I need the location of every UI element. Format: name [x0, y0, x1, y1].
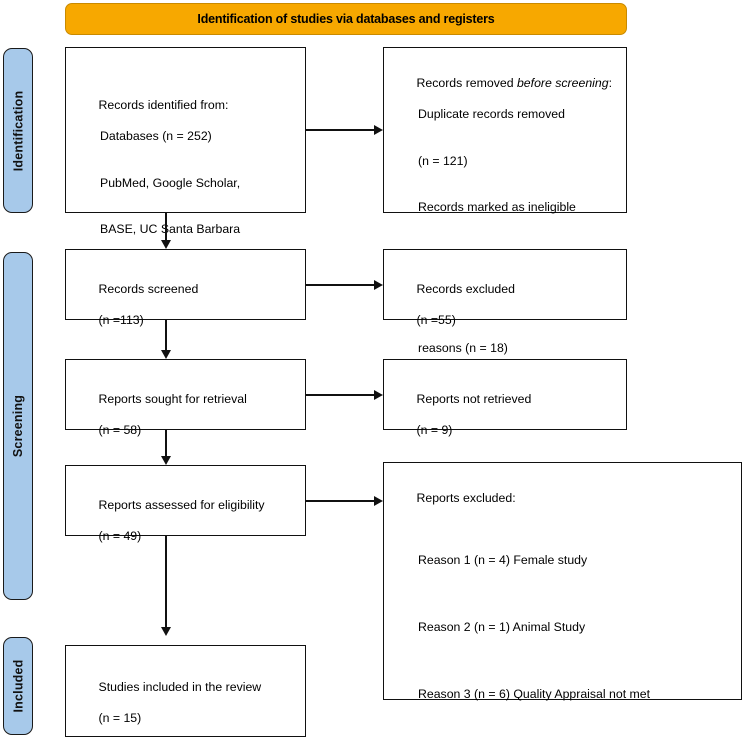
- stage-label-included: Included: [11, 659, 25, 713]
- studies-included-line-2: (n = 15): [98, 710, 142, 725]
- reason-item: Reason 3 (n = 6) Quality Appraisal not m…: [418, 686, 651, 701]
- records-identified-line-0: Databases (n = 252): [100, 128, 212, 143]
- reports-excluded-heading: Reports excluded:: [416, 490, 516, 505]
- records-removed-heading-post: :: [608, 75, 612, 90]
- reports-excluded-text: Reports excluded: Reason 1 (n = 4) Femal…: [396, 475, 733, 744]
- connector-sought-to-notretrieved: [306, 394, 374, 396]
- box-studies-included: Studies included in the review (n = 15) …: [65, 645, 306, 744]
- reports-assessed-text: Reports assessed for eligibility (n = 49…: [78, 482, 297, 560]
- reports-not-retrieved-line-2: (n = 9): [416, 422, 453, 437]
- arrowhead-assessed-to-reportsexcluded: [374, 495, 383, 506]
- banner-title: Identification of studies via databases …: [197, 11, 495, 26]
- records-removed-heading: Records removed before screening:: [417, 76, 613, 90]
- records-screened-line-1: Records screened: [98, 281, 199, 296]
- stage-pill-identification: Identification: [3, 48, 33, 213]
- records-removed-heading-pre: Records removed: [416, 75, 517, 90]
- reports-assessed-line-2: (n = 49): [98, 528, 142, 543]
- connector-sought-to-assessed: [165, 430, 167, 456]
- reports-excluded-reason-list: Reason 1 (n = 4) Female study Reason 2 (…: [396, 522, 733, 744]
- box-reports-assessed: Reports assessed for eligibility (n = 49…: [65, 465, 306, 543]
- records-identified-heading: Records identified from:: [98, 97, 229, 112]
- studies-included-text: Studies included in the review (n = 15) …: [78, 664, 297, 744]
- reason-item: Reason 1 (n = 4) Female study: [418, 553, 588, 568]
- reports-sought-line-1: Reports sought for retrieval: [98, 391, 247, 406]
- records-excluded-text: Records excluded (n =55): [396, 266, 618, 344]
- records-removed-line-1: (n = 121): [418, 153, 468, 168]
- reports-sought-line-2: (n = 58): [98, 422, 142, 437]
- records-removed-line-0: Duplicate records removed: [418, 106, 565, 121]
- connector-identified-to-removed: [306, 129, 374, 131]
- records-removed-heading-italic: before screening: [516, 75, 609, 90]
- stage-label-screening: Screening: [11, 394, 25, 458]
- arrowhead-assessed-to-included: [160, 627, 171, 636]
- connector-assessed-to-reportsexcluded: [306, 500, 374, 502]
- stage-pill-included: Included: [3, 637, 33, 735]
- studies-included-line-3: Reports of included studies: [99, 742, 247, 744]
- records-removed-line-2: Records marked as ineligible: [418, 200, 576, 215]
- box-records-removed: Records removed before screening: Duplic…: [383, 47, 627, 355]
- records-excluded-line-1: Records excluded: [416, 281, 515, 296]
- box-records-excluded: Records excluded (n =55): [383, 249, 627, 327]
- records-identified-line-1: PubMed, Google Scholar,: [100, 175, 241, 190]
- arrowhead-sought-to-assessed: [160, 456, 171, 465]
- connector-identified-to-screened: [165, 213, 167, 240]
- reports-not-retrieved-text: Reports not retrieved (n = 9): [396, 376, 618, 454]
- arrowhead-screened-to-excluded: [374, 279, 383, 290]
- reports-sought-text: Reports sought for retrieval (n = 58): [78, 376, 297, 454]
- records-excluded-line-2: (n =55): [416, 312, 456, 327]
- connector-screened-to-excluded: [306, 284, 374, 286]
- records-identified-line-2: BASE, UC Santa Barbara: [100, 222, 241, 237]
- box-reports-not-retrieved: Reports not retrieved (n = 9): [383, 359, 627, 437]
- records-screened-text: Records screened (n =113): [78, 266, 297, 344]
- arrowhead-screened-to-sought: [160, 350, 171, 359]
- box-reports-excluded-reasons: Reports excluded: Reason 1 (n = 4) Femal…: [383, 462, 742, 701]
- box-records-screened: Records screened (n =113): [65, 249, 306, 327]
- box-records-identified: Records identified from: Databases (n = …: [65, 47, 306, 283]
- arrowhead-identified-to-screened: [160, 240, 171, 249]
- records-removed-line-5: reasons (n = 18): [418, 340, 508, 355]
- reason-item: Reason 2 (n = 1) Animal Study: [418, 619, 586, 634]
- arrowhead-identified-to-removed: [374, 124, 383, 135]
- box-reports-sought: Reports sought for retrieval (n = 58): [65, 359, 306, 437]
- stage-pill-screening: Screening: [3, 252, 33, 600]
- stage-label-identification: Identification: [11, 90, 26, 171]
- arrowhead-sought-to-notretrieved: [374, 389, 383, 400]
- reports-not-retrieved-line-1: Reports not retrieved: [416, 391, 532, 406]
- connector-screened-to-sought: [165, 320, 167, 350]
- studies-included-line-1: Studies included in the review: [98, 679, 262, 694]
- connector-assessed-to-included: [165, 536, 167, 627]
- diagram-banner: Identification of studies via databases …: [65, 3, 627, 35]
- reports-assessed-line-1: Reports assessed for eligibility: [98, 497, 265, 512]
- records-screened-line-2: (n =113): [98, 312, 144, 327]
